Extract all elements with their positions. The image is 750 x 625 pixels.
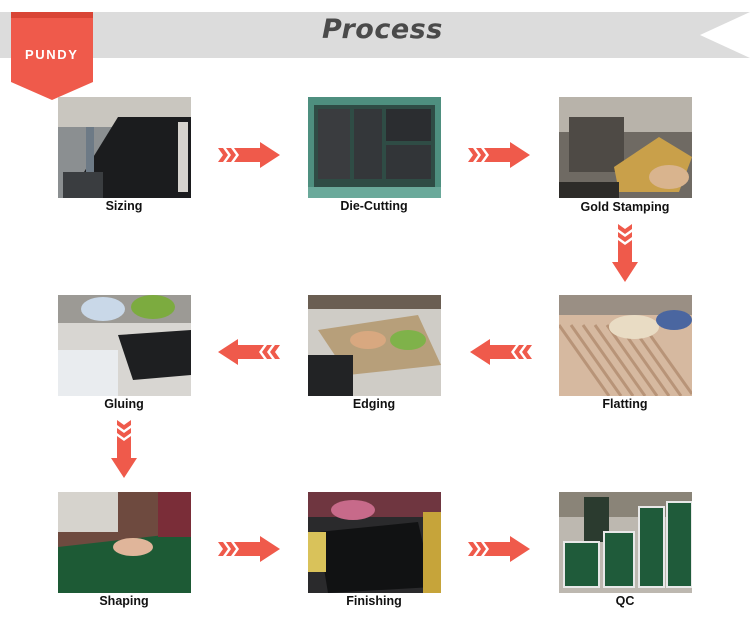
arrow-right-icon <box>218 536 280 562</box>
header-band <box>0 12 750 58</box>
photo-edging <box>308 295 441 396</box>
arrow-left-icon <box>470 339 532 365</box>
step-label-sizing: Sizing <box>105 199 143 213</box>
page-title: Process <box>322 14 443 45</box>
step-label-flatting: Flatting <box>602 397 648 411</box>
step-label-gluing: Gluing <box>104 397 144 411</box>
photo-gold-stamping <box>559 97 692 198</box>
step-label-qc: QC <box>615 594 635 608</box>
arrow-right-icon <box>468 536 530 562</box>
arrow-right-icon <box>218 142 280 168</box>
step-label-shaping: Shaping <box>99 594 149 608</box>
logo-ribbon-shape <box>11 12 93 100</box>
photo-flatting <box>559 295 692 396</box>
arrow-down-icon <box>612 224 638 282</box>
step-label-die-cutting: Die-Cutting <box>340 199 408 213</box>
photo-shaping <box>58 492 191 593</box>
step-label-edging: Edging <box>352 397 396 411</box>
logo-text: PUNDY <box>25 47 79 62</box>
arrow-left-icon <box>218 339 280 365</box>
arrow-down-icon <box>111 420 137 478</box>
brand-logo: PUNDY <box>11 12 93 100</box>
photo-sizing <box>58 97 191 198</box>
photo-gluing <box>58 295 191 396</box>
photo-finishing <box>308 492 441 593</box>
step-label-gold-stamping: Gold Stamping <box>580 200 670 214</box>
step-label-finishing: Finishing <box>346 594 402 608</box>
arrow-right-icon <box>468 142 530 168</box>
header-band-shape <box>0 12 750 58</box>
photo-die-cutting <box>308 97 441 198</box>
photo-qc <box>559 492 692 593</box>
